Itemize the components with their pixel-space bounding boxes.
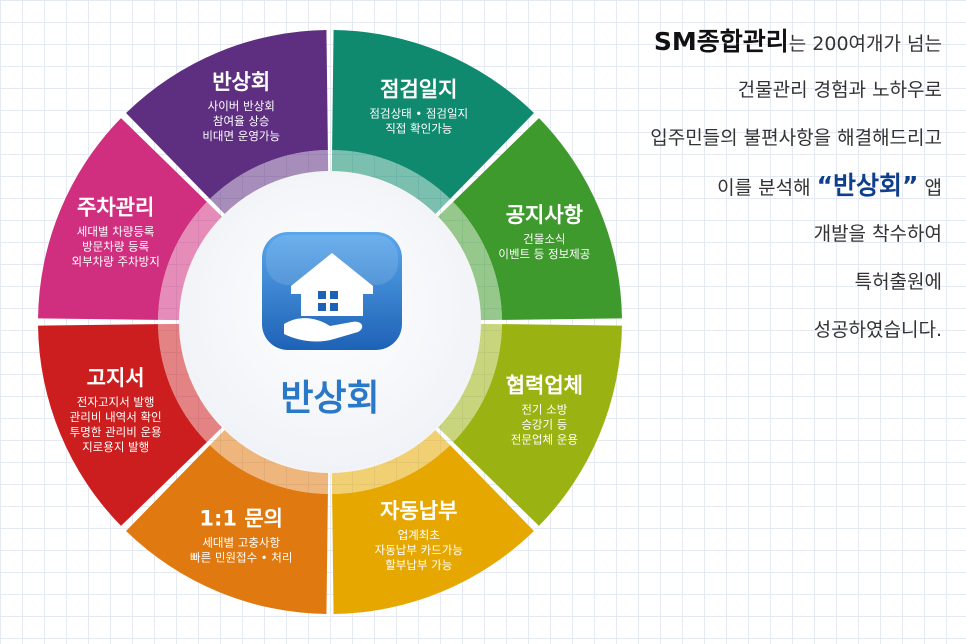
segment-parking-desc: 외부차량 주차방지 <box>72 255 160 269</box>
segment-autopay-desc: 할부납부 가능 <box>385 558 452 572</box>
segment-inspection-title: 점검일지 <box>380 78 457 102</box>
segment-autopay-desc: 자동납부 카드가능 <box>375 543 463 557</box>
segment-autopay-band <box>332 445 534 614</box>
intro-line-6: 특허출원에 <box>854 271 942 293</box>
segment-bansanghoe-desc: 참여율 상승 <box>213 114 270 128</box>
segment-bansanghoe-ring <box>209 150 329 215</box>
segment-inspection-ring <box>331 150 451 215</box>
intro-line-2: 건물관리 경험과 노하우로 <box>737 79 942 101</box>
app-name-highlight: “반상회” <box>816 171 919 200</box>
segment-invoice-desc: 투명한 관리비 운용 <box>70 425 162 439</box>
segment-partner-desc: 전문업체 운용 <box>511 432 578 446</box>
segment-invoice-desc: 관리비 내역서 확인 <box>70 410 162 424</box>
segment-notice-title: 공지사항 <box>506 203 583 227</box>
center-label: 반상회 <box>280 378 379 419</box>
intro-line-3: 입주민들의 불편사항을 해결해드리고 <box>650 127 942 149</box>
segment-parking-desc: 세대별 차량등록 <box>77 225 155 239</box>
house-hand-icon <box>262 232 402 350</box>
segment-partner-desc: 승강기 등 <box>521 417 567 431</box>
segment-parking-desc: 방문차량 등록 <box>82 240 149 254</box>
segment-parking-title: 주차관리 <box>77 196 154 220</box>
intro-line-7: 성공하였습니다. <box>813 319 942 341</box>
segment-inquiry-desc: 세대별 고충사항 <box>202 535 280 549</box>
segment-autopay-ring <box>331 429 451 494</box>
segment-partner-title: 협력업체 <box>506 373 583 397</box>
segment-inquiry-ring <box>209 429 329 494</box>
segment-autopay-title: 자동납부 <box>380 499 457 523</box>
segment-invoice-desc: 지로용지 발행 <box>82 440 149 454</box>
intro-paragraph: SM종합관리는 200여개가 넘는 건물관리 경험과 노하우로 입주민들의 불편… <box>522 18 942 354</box>
segment-partner-band <box>453 324 622 526</box>
segment-bansanghoe-band <box>126 30 328 199</box>
intro-line-1: SM종합관리는 200여개가 넘는 <box>653 27 942 56</box>
segment-notice-desc: 건물소식 <box>523 232 565 246</box>
segment-inspection-band <box>332 30 534 199</box>
segment-inquiry-title: 1:1 문의 <box>199 506 283 530</box>
segment-notice-desc: 이벤트 등 정보제공 <box>498 247 590 261</box>
segment-parking-ring <box>158 201 223 321</box>
segment-bansanghoe-desc: 사이버 반상회 <box>208 99 275 113</box>
segment-invoice-ring <box>158 323 223 443</box>
segment-inspection-desc: 직접 확인가능 <box>385 122 452 136</box>
intro-line-5: 개발을 착수하여 <box>813 223 942 245</box>
intro-line-4: 이를 분석해 “반상회” 앱 <box>717 171 942 200</box>
segment-inquiry-band <box>126 445 328 614</box>
brand-name: SM종합관리 <box>653 27 789 56</box>
segment-invoice-desc: 전자고지서 발행 <box>77 395 155 409</box>
segment-autopay-desc: 업계최초 <box>398 528 440 542</box>
segment-inquiry-desc: 빠른 민원접수 • 처리 <box>190 550 292 564</box>
segment-bansanghoe-desc: 비대면 운영가능 <box>202 129 280 143</box>
segment-bansanghoe-title: 반상회 <box>212 70 270 94</box>
segment-invoice-band <box>38 324 207 526</box>
segment-notice-ring <box>437 201 502 321</box>
segment-parking-band <box>38 118 207 320</box>
segment-partner-desc: 전기 소방 <box>521 402 567 416</box>
segment-inspection-desc: 점검상태 • 점검일지 <box>369 107 468 121</box>
segment-partner-ring <box>437 323 502 443</box>
segment-invoice-title: 고지서 <box>87 366 145 390</box>
segment-notice-band <box>453 118 622 320</box>
